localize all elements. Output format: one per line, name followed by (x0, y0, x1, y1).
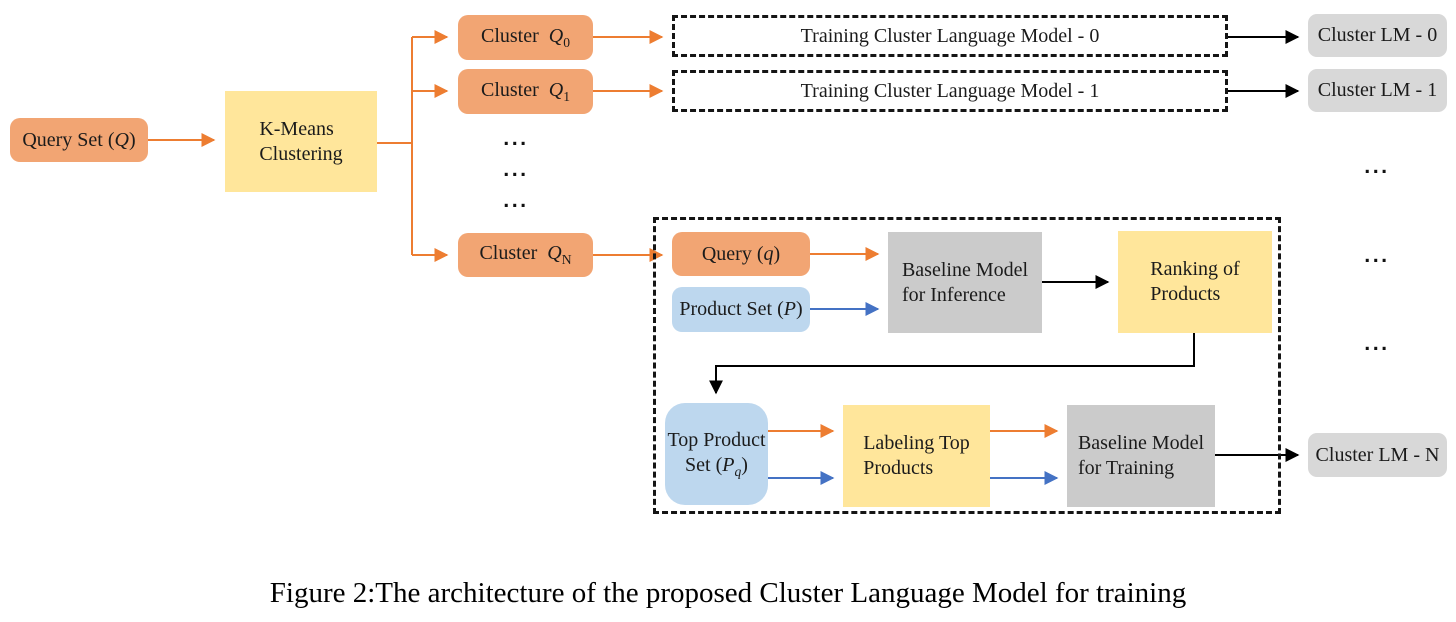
baseline-inference-node: Baseline Model for Inference (888, 232, 1042, 333)
ellipsis-right-3: ... (1364, 335, 1390, 355)
product-set-node: Product Set (P) (672, 287, 810, 332)
query-q-label: Query (q) (701, 242, 781, 265)
top-product-set-label: Top Product Set (Pq) (667, 428, 766, 479)
cluster-lm-1-node: Cluster LM - 1 (1308, 69, 1447, 112)
inference-training-dashed-container (653, 217, 1281, 514)
labeling-node: Labeling Top Products (843, 405, 990, 507)
query-set-node: Query Set (Q) (10, 118, 148, 162)
ranking-node: Ranking of Products (1118, 231, 1272, 333)
cluster-lm-n-label: Cluster LM - N (1315, 443, 1440, 466)
product-set-label: Product Set (P) (679, 298, 803, 320)
ellipsis-left-3: ... (503, 192, 529, 212)
labeling-label: Labeling Top Products (863, 432, 970, 479)
kmeans-node: K-Means Clustering (225, 91, 377, 192)
cluster-lm-0-node: Cluster LM - 0 (1308, 14, 1447, 57)
cluster-lm-n-node: Cluster LM - N (1308, 433, 1447, 477)
ranking-label: Ranking of Products (1150, 258, 1240, 305)
baseline-training-node: Baseline Model for Training (1067, 405, 1215, 507)
cluster-lm-0-label: Cluster LM - 0 (1317, 24, 1438, 46)
training-lm-1-label: Training Cluster Language Model - 1 (800, 79, 1100, 102)
query-q-node: Query (q) (672, 232, 810, 276)
ellipsis-left-2: ... (503, 161, 529, 181)
query-set-label: Query Set (Q) (22, 128, 136, 151)
kmeans-label: K-Means Clustering (259, 117, 343, 165)
baseline-training-label: Baseline Model for Training (1077, 432, 1205, 479)
training-lm-0-label: Training Cluster Language Model - 0 (800, 24, 1100, 47)
ellipsis-right-2: ... (1364, 247, 1390, 267)
baseline-inference-label: Baseline Model for Inference (901, 258, 1029, 306)
figure-caption: Figure 2:The architecture of the propose… (269, 577, 1187, 609)
top-product-set-node: Top Product Set (Pq) (665, 403, 768, 505)
training-lm-1-box: Training Cluster Language Model - 1 (672, 70, 1228, 112)
ellipsis-right-1: ... (1364, 158, 1390, 178)
cluster-lm-1-label: Cluster LM - 1 (1317, 79, 1438, 101)
training-lm-0-box: Training Cluster Language Model - 0 (672, 15, 1228, 57)
ellipsis-left-1: ... (503, 130, 529, 150)
